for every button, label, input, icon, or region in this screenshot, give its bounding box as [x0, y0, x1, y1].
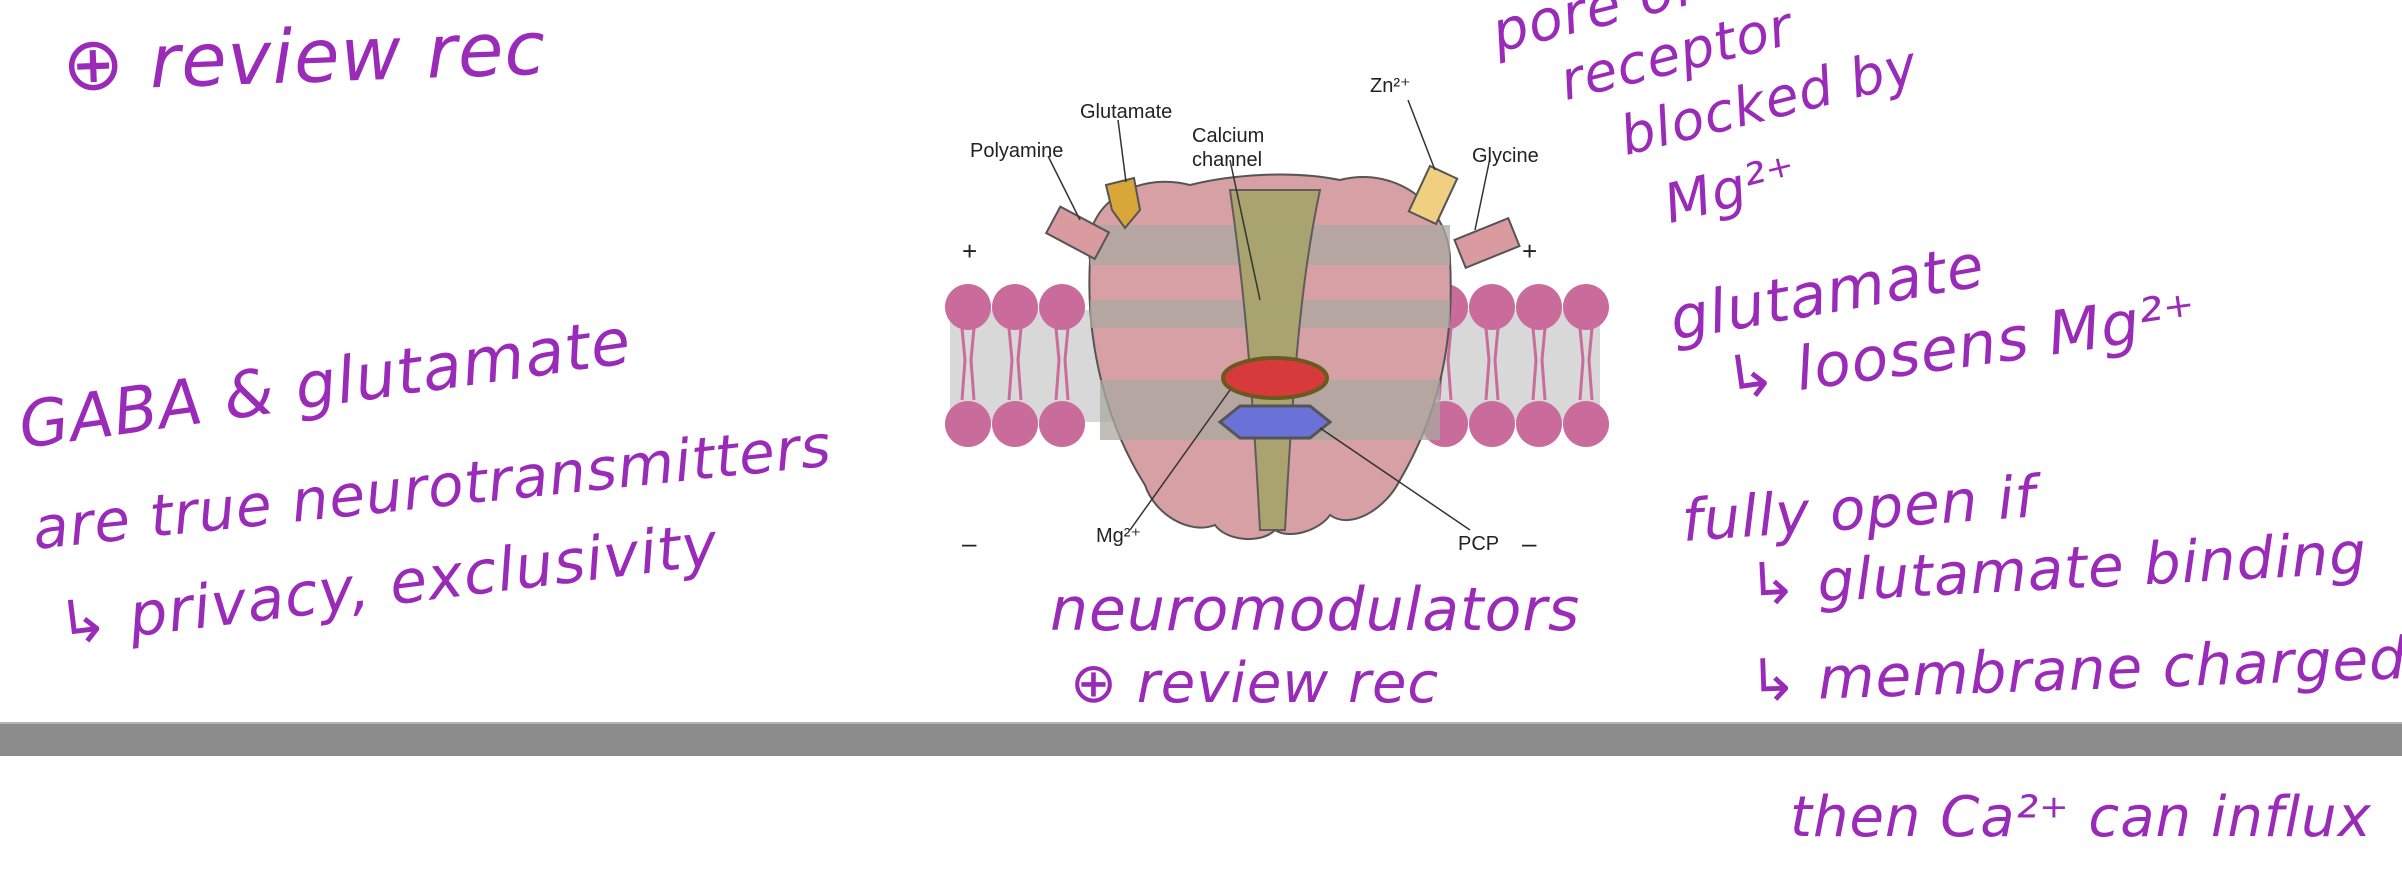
lipid-head — [992, 284, 1038, 330]
glutamate-ligand — [1104, 176, 1142, 230]
lipid-head — [1039, 284, 1085, 330]
page-divider — [0, 722, 2402, 756]
note-pore-line4: Mg²⁺ — [1657, 142, 1804, 236]
lipid-tail — [969, 327, 976, 401]
label-magnesium: Mg²⁺ — [1096, 525, 1141, 547]
label-plus-right: + — [1522, 236, 1537, 266]
lipid-tail — [1446, 327, 1453, 401]
label-calcium-line2: channel — [1192, 149, 1262, 171]
glycine-ligand — [1453, 216, 1521, 270]
pcp-molecule — [1217, 404, 1333, 440]
polyamine-ligand — [1044, 205, 1111, 261]
note-fully-line4: then Ca²⁺ can influx — [1790, 785, 2372, 850]
lipid-head — [945, 284, 991, 330]
lipid-tail — [1016, 327, 1023, 401]
lipid-head — [1516, 284, 1562, 330]
label-polyamine: Polyamine — [970, 140, 1063, 162]
lipid-head — [1563, 284, 1609, 330]
label-plus-left: + — [962, 236, 977, 266]
lipid-tail — [1007, 327, 1014, 401]
label-pcp: PCP — [1458, 533, 1499, 555]
lipid-tail — [1484, 327, 1491, 401]
lipid-head — [1563, 401, 1609, 447]
label-glycine: Glycine — [1472, 145, 1539, 167]
label-calcium-line1: Calcium — [1192, 125, 1264, 147]
lipid-tail — [1531, 327, 1538, 401]
note-fully-line3: ↳ membrane charged — [1747, 624, 2402, 715]
mg-ion — [1221, 356, 1329, 400]
lipid-head — [945, 401, 991, 447]
lipid-tail — [960, 327, 967, 401]
zinc-ligand — [1407, 164, 1459, 226]
note-review-top: ⊕ review rec — [60, 5, 548, 109]
lipid-tail — [1540, 327, 1547, 401]
label-minus-right: – — [1522, 528, 1537, 558]
label-zinc: Zn²⁺ — [1370, 75, 1411, 97]
lipid-tail — [1054, 327, 1061, 401]
lipid-head — [992, 401, 1038, 447]
lipid-head — [1469, 401, 1515, 447]
lipid-head — [1469, 284, 1515, 330]
lipid-tail — [1578, 327, 1585, 401]
leader-lines — [1047, 99, 1491, 531]
lipid-tail — [1493, 327, 1500, 401]
receptor-body — [1087, 173, 1452, 541]
note-review-bottom: ⊕ review rec — [1070, 651, 1440, 716]
label-minus-left: – — [962, 528, 977, 558]
lipid-tail — [1063, 327, 1070, 401]
note-neuromodulators: neuromodulators — [1050, 575, 1581, 645]
lipid-tail — [1587, 327, 1594, 401]
label-glutamate: Glutamate — [1080, 101, 1172, 123]
lipid-head — [1039, 401, 1085, 447]
nmda-receptor-figure: Polyamine Glutamate Calcium channel Zn²⁺… — [945, 75, 1609, 558]
note-gaba-line1: GABA & glutamate — [14, 304, 636, 464]
lipid-heads-top — [945, 284, 1609, 330]
lipid-head — [1516, 401, 1562, 447]
